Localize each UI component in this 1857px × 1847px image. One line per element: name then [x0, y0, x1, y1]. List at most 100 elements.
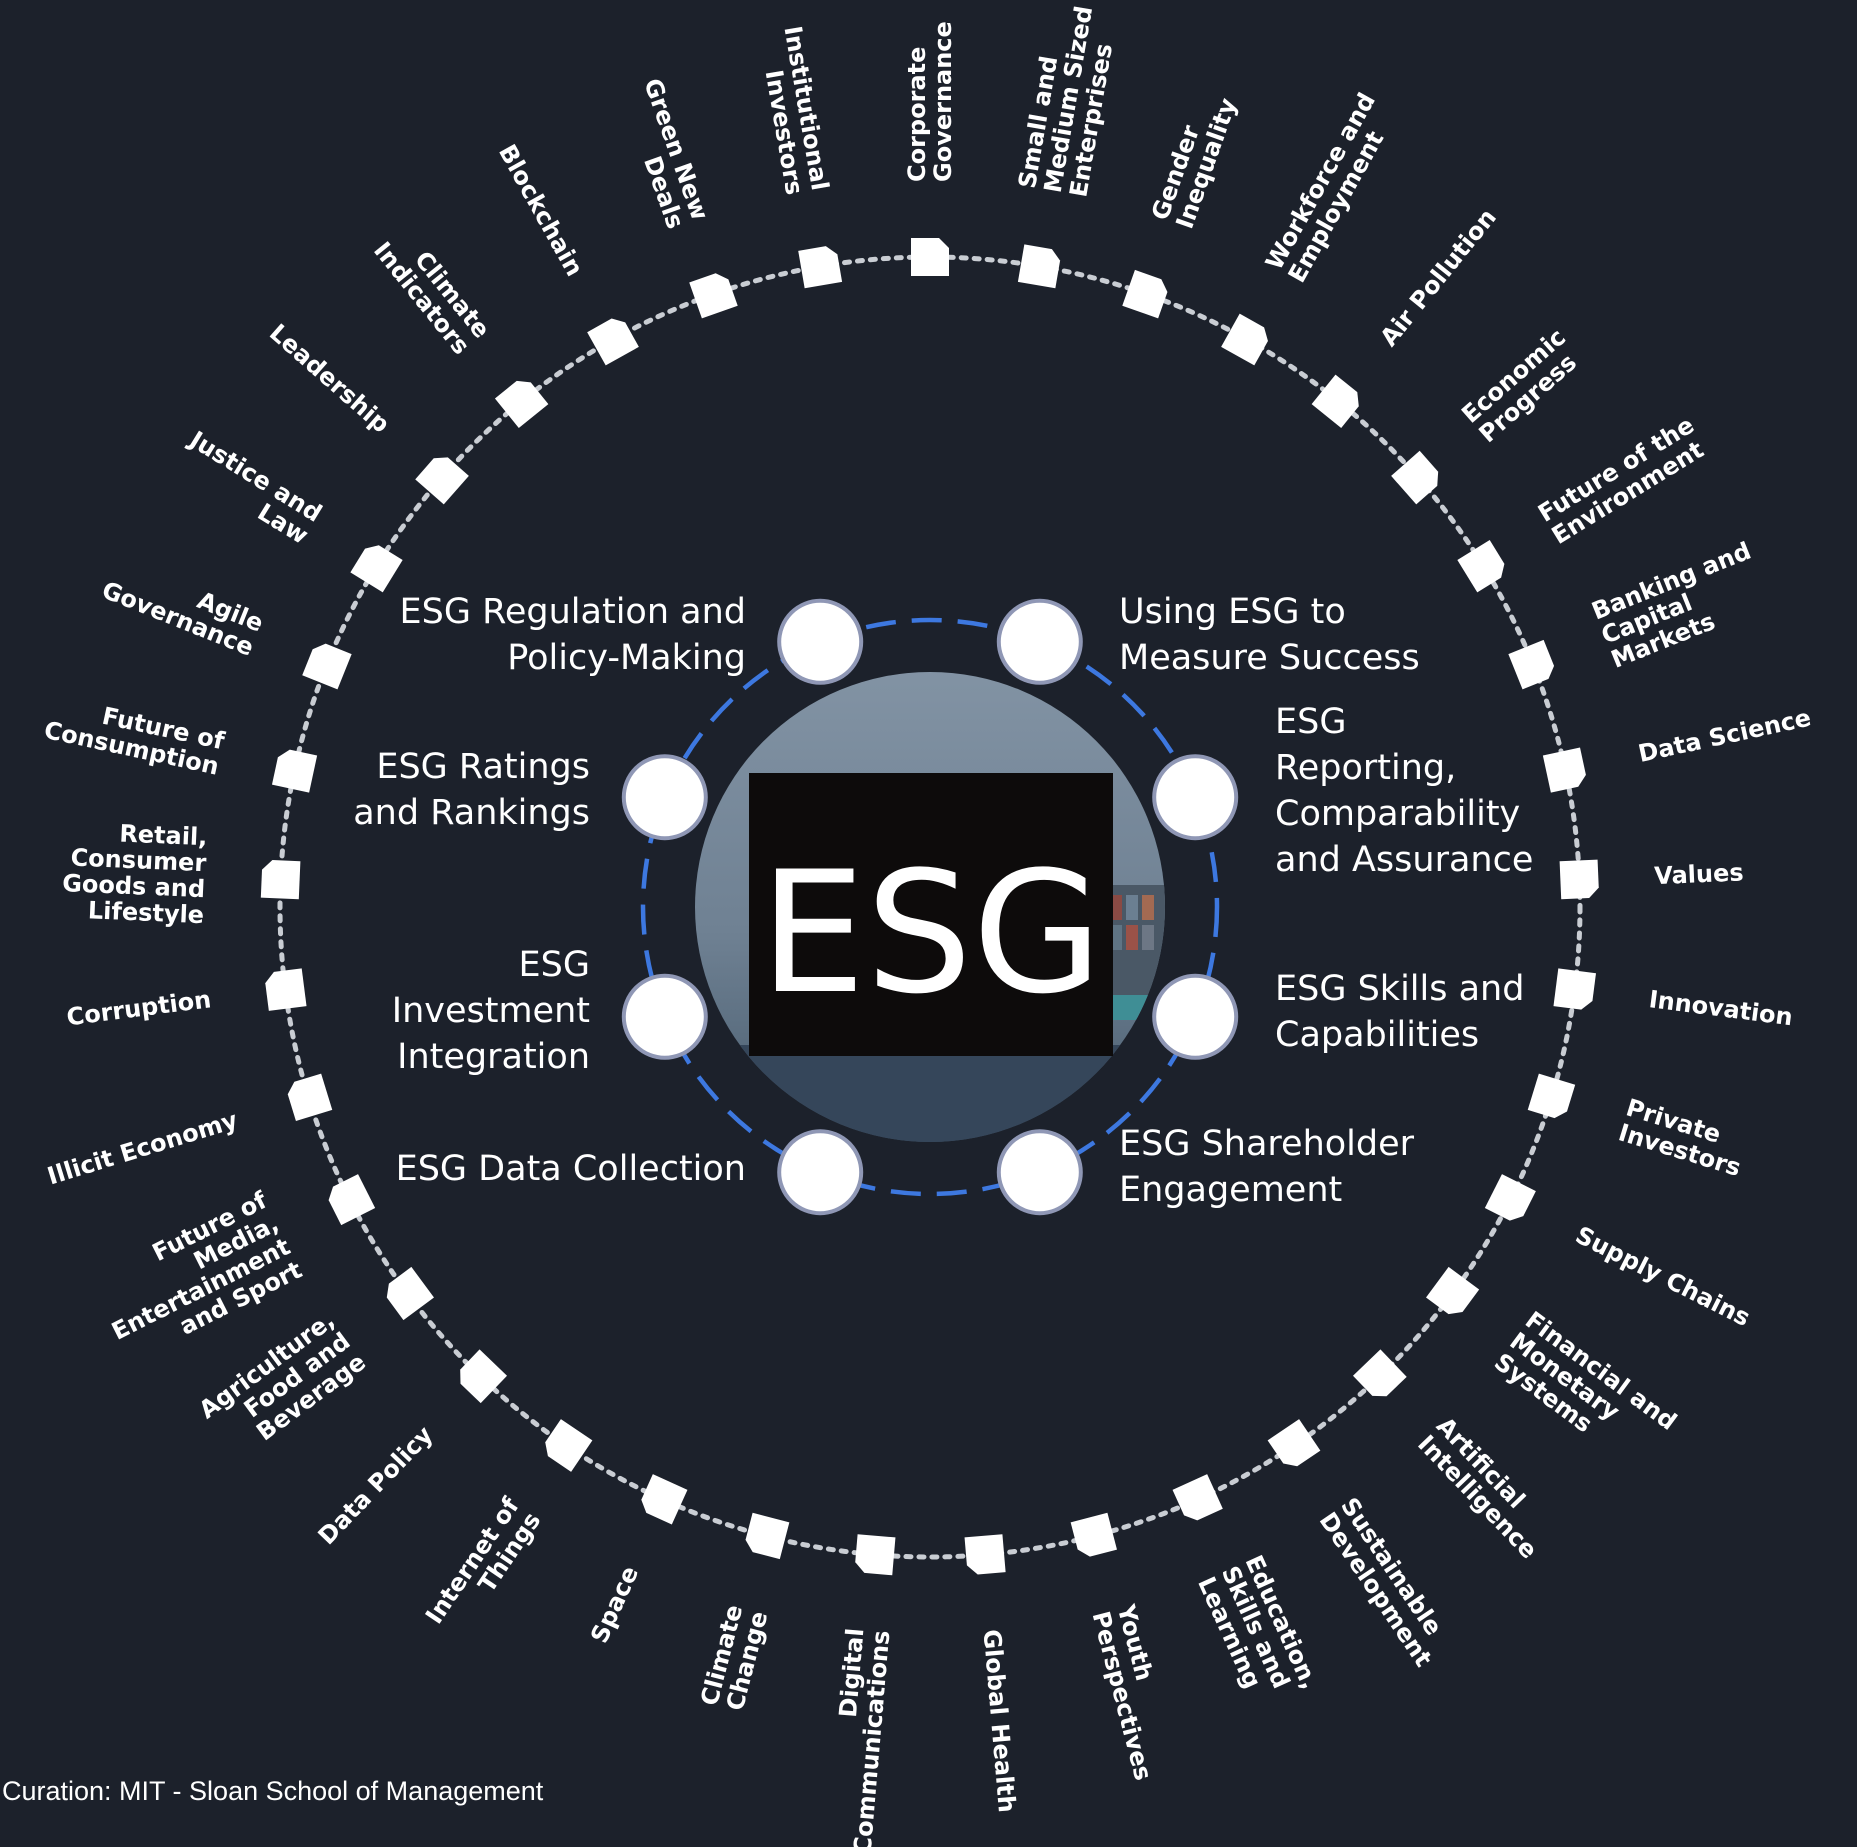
topic-label[interactable]: Illicit Economy — [44, 1106, 241, 1191]
topic-node[interactable]: EconomicProgress — [1391, 323, 1588, 504]
topic-label[interactable]: InstitutionalInvestors — [753, 24, 834, 197]
topic-node[interactable]: Small andMedium SizedEnterprises — [1013, 0, 1124, 288]
topic-square-icon[interactable] — [965, 1534, 1006, 1575]
topic-node[interactable]: Retail,ConsumerGoods andLifestyle — [61, 817, 301, 929]
topic-square-icon[interactable] — [1560, 860, 1600, 900]
topic-label[interactable]: Corruption — [65, 985, 213, 1031]
topic-label[interactable]: Space — [585, 1562, 644, 1647]
topic-label[interactable]: Small andMedium SizedEnterprises — [1013, 0, 1124, 199]
topic-square-icon[interactable] — [1312, 375, 1365, 428]
topic-node[interactable]: CorporateGovernance — [903, 21, 957, 276]
topic-square-icon[interactable] — [1122, 270, 1170, 318]
topic-label[interactable]: Internet ofThings — [420, 1492, 547, 1643]
topic-node[interactable]: Illicit Economy — [44, 1074, 332, 1191]
topic-label[interactable]: Global Health — [978, 1628, 1021, 1813]
topic-label[interactable]: YouthPerspectives — [1086, 1601, 1182, 1784]
topic-square-icon[interactable] — [540, 1419, 593, 1472]
topic-node[interactable]: GenderInequality — [1122, 86, 1242, 319]
topic-label[interactable]: EconomicProgress — [1456, 323, 1588, 448]
topic-label[interactable]: Blockchain — [493, 140, 589, 281]
topic-label[interactable]: Future ofMedia,Entertainmentand Sport — [84, 1186, 307, 1369]
topic-square-icon[interactable] — [798, 244, 842, 288]
topic-node[interactable]: Banking andCapitalMarkets — [1508, 537, 1774, 690]
topic-node[interactable]: Future ofConsumption — [42, 690, 318, 792]
topic-label[interactable]: Supply Chains — [1571, 1221, 1755, 1332]
topic-label[interactable]: GenderInequality — [1146, 86, 1242, 233]
topic-node[interactable]: Leadership — [264, 318, 469, 504]
topic-label[interactable]: PrivateInvestors — [1615, 1093, 1752, 1182]
topic-square-icon[interactable] — [854, 1534, 895, 1575]
topic-label[interactable]: Banking andCapitalMarkets — [1588, 537, 1774, 674]
topic-square-icon[interactable] — [637, 1474, 687, 1524]
topic-label[interactable]: Education,Skills andLearning — [1192, 1551, 1324, 1715]
topic-node[interactable]: Blockchain — [493, 140, 639, 366]
topic-label[interactable]: Green NewDeals — [614, 75, 714, 233]
topic-node[interactable]: Values — [1560, 858, 1745, 899]
topic-square-icon[interactable] — [285, 1074, 332, 1121]
topic-square-icon[interactable] — [1173, 1474, 1223, 1524]
topic-label[interactable]: Future of theEnvironment — [1533, 411, 1712, 550]
topic-node[interactable]: Global Health — [965, 1534, 1021, 1813]
topic-node[interactable]: Green NewDeals — [614, 75, 738, 319]
topic-node[interactable]: AgileGovernance — [98, 552, 352, 690]
topic-square-icon[interactable] — [1018, 244, 1062, 288]
topic-node[interactable]: Supply Chains — [1485, 1174, 1755, 1332]
topic-square-icon[interactable] — [587, 314, 639, 366]
topic-label[interactable]: Data Science — [1636, 704, 1814, 768]
topic-label[interactable]: Future ofConsumption — [42, 690, 228, 780]
topic-label[interactable]: ClimateIndicators — [368, 220, 495, 360]
topic-square-icon[interactable] — [1457, 540, 1509, 592]
topic-node[interactable]: Workforce andEmployment — [1221, 88, 1404, 365]
topic-label[interactable]: Justice andLaw — [170, 425, 327, 550]
topic-square-icon[interactable] — [1071, 1513, 1117, 1559]
topic-label[interactable]: Air Pollution — [1375, 203, 1502, 351]
topic-square-icon[interactable] — [302, 640, 351, 689]
topic-square-icon[interactable] — [381, 1267, 434, 1320]
topic-square-icon[interactable] — [1528, 1074, 1575, 1121]
topic-label[interactable]: Agriculture,Food andBeverage — [194, 1306, 371, 1466]
topic-square-icon[interactable] — [1553, 968, 1596, 1011]
topic-square-icon[interactable] — [1485, 1174, 1536, 1225]
topic-label[interactable]: Retail,ConsumerGoods andLifestyle — [61, 817, 208, 929]
topic-square-icon[interactable] — [264, 968, 307, 1011]
topic-square-icon[interactable] — [1543, 748, 1588, 793]
topic-label[interactable]: Workforce andEmployment — [1260, 88, 1404, 287]
topic-label[interactable]: ArtificialIntelligence — [1412, 1412, 1561, 1565]
topic-node[interactable]: PrivateInvestors — [1528, 1074, 1752, 1183]
topic-square-icon[interactable] — [1221, 314, 1273, 366]
topic-label[interactable]: CorporateGovernance — [903, 21, 957, 182]
topic-node[interactable]: Space — [585, 1474, 687, 1647]
topic-node[interactable]: InstitutionalInvestors — [753, 24, 842, 288]
topic-label[interactable]: DigitalCommunications — [823, 1627, 896, 1847]
topic-square-icon[interactable] — [911, 238, 949, 276]
topic-node[interactable]: ClimateChange — [695, 1513, 789, 1715]
topic-node[interactable]: Innovation — [1553, 968, 1794, 1031]
topic-square-icon[interactable] — [1426, 1267, 1479, 1320]
topic-square-icon[interactable] — [324, 1174, 375, 1225]
topic-node[interactable]: Justice andLaw — [170, 425, 403, 593]
topic-node[interactable]: DigitalCommunications — [823, 1534, 896, 1847]
topic-square-icon[interactable] — [350, 540, 402, 592]
topic-label[interactable]: Innovation — [1647, 985, 1794, 1031]
topic-node[interactable]: ClimateIndicators — [368, 220, 548, 428]
topic-node[interactable]: YouthPerspectives — [1071, 1513, 1183, 1784]
topic-node[interactable]: Internet ofThings — [420, 1419, 592, 1643]
topic-label[interactable]: SustainableDevelopment — [1314, 1493, 1459, 1672]
topic-square-icon[interactable] — [1268, 1419, 1321, 1472]
topic-node[interactable]: Education,Skills andLearning — [1173, 1474, 1325, 1715]
topic-square-icon[interactable] — [1508, 640, 1557, 689]
topic-square-icon[interactable] — [689, 270, 737, 318]
topic-label[interactable]: Financial andMonetarySystems — [1489, 1306, 1682, 1478]
topic-label[interactable]: ClimateChange — [695, 1602, 773, 1715]
topic-node[interactable]: Corruption — [65, 968, 307, 1031]
topic-square-icon[interactable] — [261, 860, 301, 900]
topic-label[interactable]: Leadership — [264, 318, 395, 438]
topic-square-icon[interactable] — [743, 1513, 789, 1559]
topic-label[interactable]: Values — [1654, 858, 1744, 890]
topic-label[interactable]: AgileGovernance — [98, 552, 267, 662]
topic-node[interactable]: Data Science — [1543, 704, 1814, 793]
topic-square-icon[interactable] — [272, 748, 317, 793]
topic-label[interactable]: Data Policy — [313, 1420, 439, 1550]
topic-square-icon[interactable] — [453, 1349, 507, 1403]
topic-square-icon[interactable] — [495, 375, 548, 428]
